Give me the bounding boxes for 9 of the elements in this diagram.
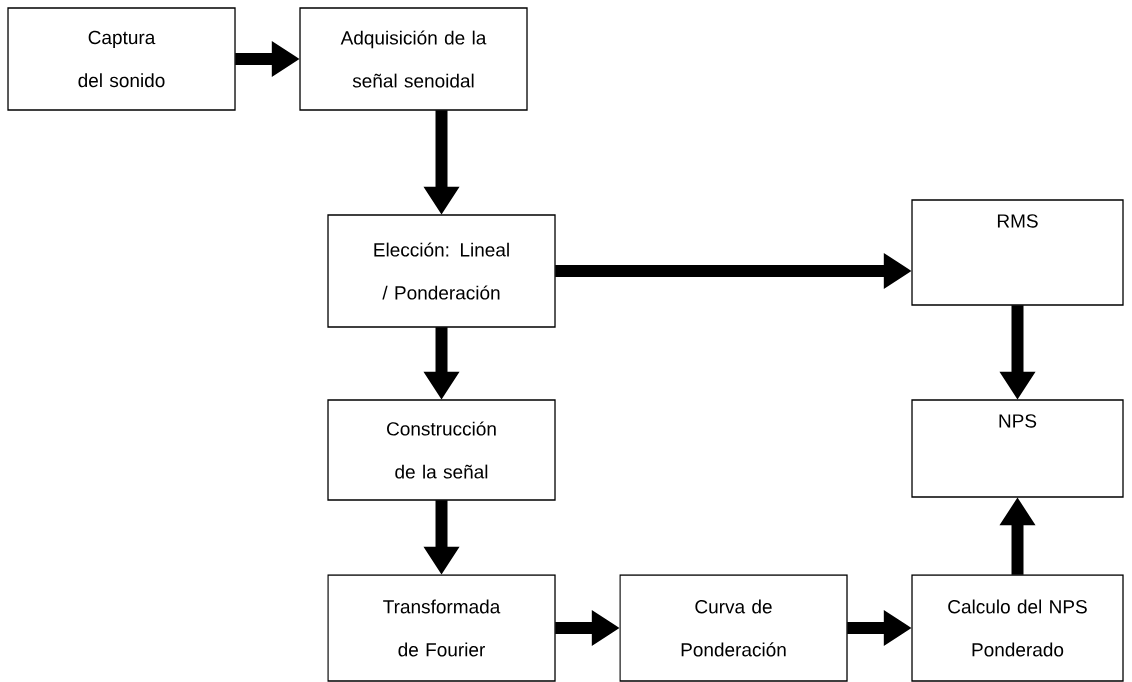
process-box: Adquisición de la señal senoidal: [299, 7, 528, 111]
process-box: Transformada de Fourier: [327, 574, 556, 682]
process-box: NPS: [911, 399, 1124, 498]
process-box: Calculo del NPS Ponderado: [911, 574, 1124, 682]
process-box: RMS: [911, 199, 1124, 306]
process-box: Captura del sonido: [7, 7, 236, 111]
process-box: Elección: Lineal / Ponderación: [327, 214, 556, 328]
process-box: Construcción de la señal: [327, 399, 556, 501]
process-box: Curva de Ponderación: [619, 574, 848, 682]
